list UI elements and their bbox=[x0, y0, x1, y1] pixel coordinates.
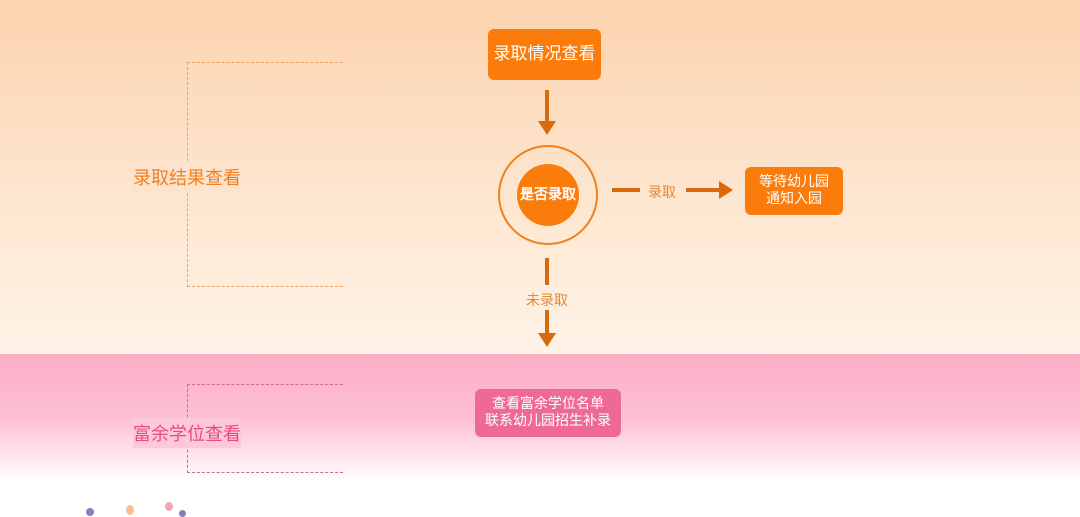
vacancy-box-line1: 查看富余学位名单 bbox=[492, 396, 604, 413]
vacancy-box-line2: 联系幼儿园招生补录 bbox=[485, 413, 611, 429]
not-admitted-arrow-head bbox=[538, 333, 556, 347]
decorative-dot bbox=[165, 502, 173, 511]
arrow-down-1-head bbox=[538, 121, 556, 135]
admitted-box: 等待幼儿园 通知入园 bbox=[745, 167, 843, 215]
vacancy-label: 富余学位查看 bbox=[133, 418, 241, 448]
not-admitted-label: 未录取 bbox=[526, 293, 568, 309]
not-admitted-arrow bbox=[545, 310, 549, 334]
start-box: 录取情况查看 bbox=[488, 29, 601, 80]
decorative-dot bbox=[179, 510, 186, 517]
admitted-line bbox=[612, 188, 640, 192]
decision-text: 是否录取 bbox=[520, 186, 576, 203]
admission-result-label: 录取结果查看 bbox=[133, 162, 241, 192]
decision-node: 是否录取 bbox=[517, 164, 579, 226]
decorative-dot bbox=[126, 505, 134, 515]
decorative-dot bbox=[86, 508, 94, 516]
arrow-down-1 bbox=[545, 90, 549, 122]
not-admitted-line bbox=[545, 258, 549, 285]
admitted-label: 录取 bbox=[648, 185, 676, 201]
admitted-box-line2: 通知入园 bbox=[766, 191, 822, 207]
start-box-text: 录取情况查看 bbox=[493, 44, 596, 65]
decision-outer-ring bbox=[498, 145, 598, 245]
vacancy-box: 查看富余学位名单 联系幼儿园招生补录 bbox=[475, 389, 621, 437]
admitted-arrow bbox=[686, 188, 720, 192]
admitted-arrow-head bbox=[719, 181, 733, 199]
admitted-box-line1: 等待幼儿园 bbox=[759, 174, 829, 191]
